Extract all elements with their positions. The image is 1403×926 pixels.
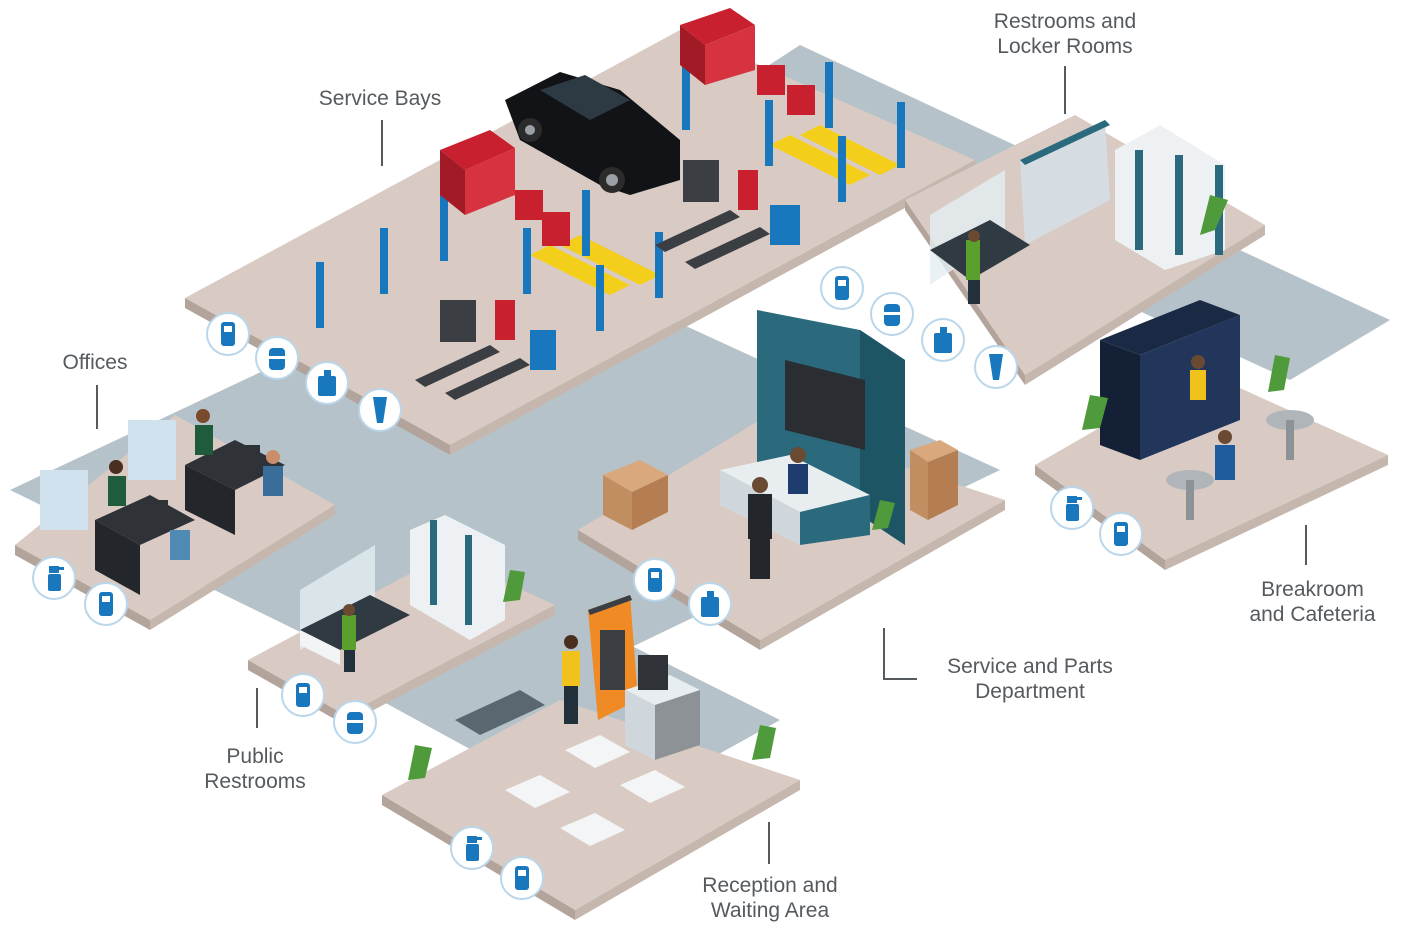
label-line: Breakroom bbox=[1261, 578, 1364, 601]
reception-furniture bbox=[455, 595, 700, 846]
label-line: Service and Parts bbox=[947, 655, 1113, 678]
label-line: Locker Rooms bbox=[997, 35, 1133, 58]
label-line: Restrooms bbox=[204, 770, 306, 793]
service-counter bbox=[603, 310, 958, 579]
office-furniture bbox=[40, 409, 285, 595]
label-line: Reception and bbox=[702, 874, 838, 897]
label-service-bays: Service Bays bbox=[300, 86, 460, 111]
jug-icon bbox=[305, 361, 349, 405]
tire-machines bbox=[415, 160, 800, 400]
tube-icon bbox=[974, 345, 1018, 389]
leader-line bbox=[768, 822, 770, 864]
label-line: Public bbox=[226, 745, 284, 768]
leader-line bbox=[883, 678, 917, 680]
dispenser-icon bbox=[84, 582, 128, 626]
leader-line bbox=[1064, 66, 1066, 114]
label-line: Department bbox=[975, 680, 1085, 703]
label-line: Waiting Area bbox=[710, 899, 830, 922]
label-reception-waiting-area: Reception and Waiting Area bbox=[665, 873, 875, 923]
dispenser-icon bbox=[281, 673, 325, 717]
label-line: and Cafeteria bbox=[1249, 603, 1376, 626]
spray-bottle-icon bbox=[1050, 486, 1094, 530]
leader-line bbox=[256, 688, 258, 728]
leader-line bbox=[96, 385, 98, 429]
label-service-parts-department: Service and Parts Department bbox=[920, 654, 1140, 704]
spray-bottle-icon bbox=[450, 826, 494, 870]
jug-icon bbox=[921, 318, 965, 362]
dispenser-icon bbox=[500, 856, 544, 900]
jug-icon bbox=[688, 582, 732, 626]
leader-line bbox=[1305, 525, 1307, 565]
plants bbox=[408, 195, 1290, 780]
dispenser-icon bbox=[1099, 512, 1143, 556]
label-line: Offices bbox=[62, 351, 128, 374]
label-offices: Offices bbox=[40, 350, 150, 375]
car-lifts bbox=[316, 62, 905, 331]
label-line: Restrooms and bbox=[993, 10, 1137, 33]
leader-line bbox=[381, 120, 383, 166]
label-line: Service Bays bbox=[318, 87, 442, 110]
dispenser-icon bbox=[206, 312, 250, 356]
label-restrooms-locker-rooms: Restrooms and Locker Rooms bbox=[960, 9, 1170, 59]
dispenser-icon bbox=[633, 558, 677, 602]
public-restroom-fixtures bbox=[300, 515, 505, 672]
leader-line bbox=[883, 628, 885, 680]
label-public-restrooms: Public Restrooms bbox=[185, 744, 325, 794]
canister-icon bbox=[255, 336, 299, 380]
vending-machines bbox=[1100, 300, 1314, 520]
canister-icon bbox=[870, 292, 914, 336]
tool-chests bbox=[440, 8, 815, 246]
label-breakroom-cafeteria: Breakroom and Cafeteria bbox=[1225, 577, 1400, 627]
tube-icon bbox=[358, 388, 402, 432]
car bbox=[505, 72, 680, 195]
dispenser-icon bbox=[820, 266, 864, 310]
canister-icon bbox=[333, 700, 377, 744]
lockers-and-stalls bbox=[930, 120, 1225, 304]
spray-bottle-icon bbox=[32, 556, 76, 600]
